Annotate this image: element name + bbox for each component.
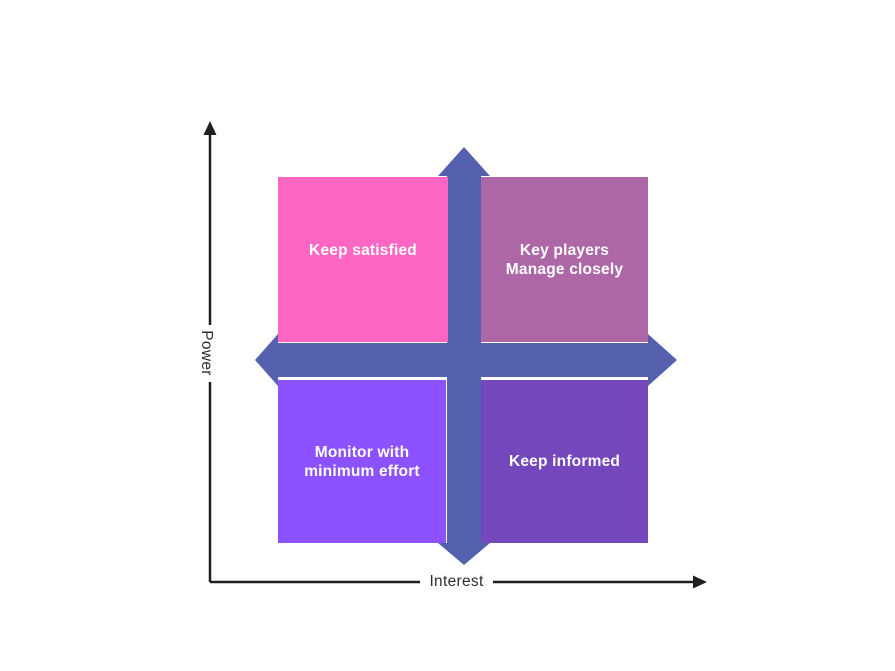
- quadrant-rect-top-left: [278, 177, 448, 342]
- x-axis-label: Interest: [429, 573, 484, 590]
- cross-arrows-shape: [255, 147, 677, 565]
- quadrant-rect-top-right: [481, 177, 648, 342]
- y-axis-arrowhead-icon: [203, 121, 217, 135]
- x-axis-arrowhead-icon: [693, 575, 707, 589]
- quadrant-rect-bottom-left: [278, 380, 446, 543]
- y-axis-label: Power: [198, 330, 215, 376]
- quadrant-rect-bottom-right: [481, 380, 648, 543]
